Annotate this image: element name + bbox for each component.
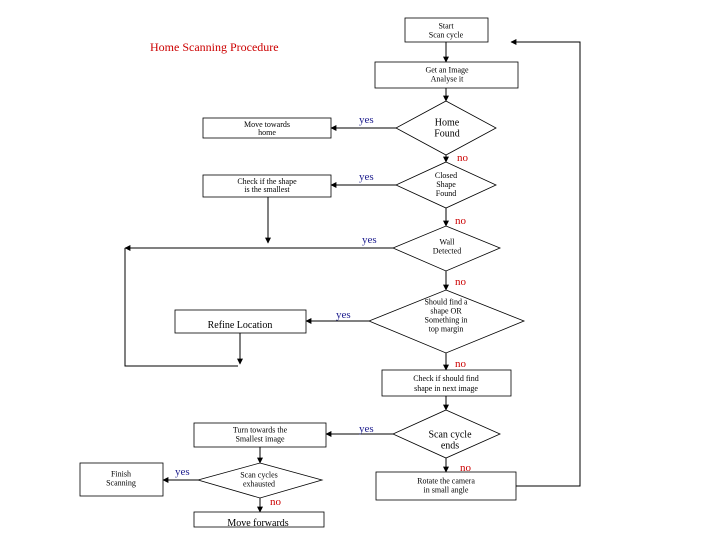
diagram-title: Home Scanning Procedure xyxy=(150,40,279,54)
no-label-wall: no xyxy=(455,276,467,288)
move-forwards-node xyxy=(193,511,325,528)
turn-smallest-text-line: Smallest image xyxy=(235,435,285,444)
move-home-node xyxy=(202,117,332,139)
yes-label-closed: yes xyxy=(359,171,374,183)
should-find-decision xyxy=(367,289,526,354)
move-home-text-line: Move towards xyxy=(244,120,290,129)
rotate-text-line: in small angle xyxy=(424,486,469,495)
get-image-text-line: Get an Image xyxy=(425,66,469,75)
cycles-exhausted-text-line: exhausted xyxy=(243,480,275,489)
closed-shape-decision xyxy=(395,161,497,209)
move-forwards-text-line: Move forwards xyxy=(227,518,288,529)
start-node xyxy=(404,17,489,43)
cycles-exhausted-text-line: Scan cycles xyxy=(240,471,278,480)
start-text-line: Start xyxy=(438,22,454,31)
check-smallest-node xyxy=(202,174,332,198)
check-next-text-line: Check if should find xyxy=(413,374,479,383)
home-found-text-line: Found xyxy=(434,129,460,140)
closed-shape-text-line: Shape xyxy=(436,180,456,189)
check-next-text-line: shape in next image xyxy=(414,384,478,393)
closed-shape-text-line: Found xyxy=(436,189,456,198)
scan-ends-decision xyxy=(392,409,501,459)
get-image-text-line: Analyse it xyxy=(431,75,464,84)
finish-node xyxy=(79,462,164,497)
get-image-node xyxy=(374,61,519,89)
scan-ends-text-line: ends xyxy=(441,441,459,452)
home-found-text-line: Home xyxy=(435,118,460,129)
no-label-home: no xyxy=(457,152,469,164)
finish-text-line: Scanning xyxy=(106,479,136,488)
check-smallest-text-line: Check if the shape xyxy=(237,177,297,186)
no-label-should-find: no xyxy=(455,358,467,370)
cycles-exhausted-decision xyxy=(196,462,324,499)
connector-rotate-loop-back xyxy=(510,39,581,487)
connector-left-loop xyxy=(124,248,238,367)
home-found-decision xyxy=(395,100,497,156)
no-label-closed: no xyxy=(455,215,467,227)
should-find-text-line: Something in xyxy=(425,316,468,325)
finish-text-line: Finish xyxy=(111,470,131,479)
rotate-text-line: Rotate the camera xyxy=(417,477,475,486)
refine-location-text-line: Refine Location xyxy=(208,320,273,331)
move-forwards-text: Move forwards xyxy=(227,518,288,529)
wall-text-line: Wall xyxy=(440,238,456,247)
scan-ends-text-line: Scan cycle xyxy=(428,430,472,441)
no-label-cycles: no xyxy=(270,496,282,508)
should-find-text-line: shape OR xyxy=(430,307,462,316)
wall-text-line: Detected xyxy=(433,247,461,256)
refine-location-text: Refine Location xyxy=(208,320,273,331)
closed-shape-text-line: Closed xyxy=(435,171,457,180)
refine-location-node xyxy=(174,309,307,334)
should-find-text-line: top margin xyxy=(429,325,464,334)
start-text-line: Scan cycle xyxy=(429,31,464,40)
yes-label-scan-ends: yes xyxy=(359,423,374,435)
rotate-node xyxy=(375,471,517,501)
yes-label-wall: yes xyxy=(362,234,377,246)
yes-label-home: yes xyxy=(359,114,374,126)
yes-label-should-find: yes xyxy=(336,309,351,321)
should-find-text-line: Should find a xyxy=(424,298,468,307)
turn-smallest-node xyxy=(193,422,327,448)
check-smallest-text-line: is the smallest xyxy=(244,185,290,194)
turn-smallest-text-line: Turn towards the xyxy=(233,426,288,435)
no-label-scan-ends: no xyxy=(460,462,472,474)
yes-label-cycles: yes xyxy=(175,466,190,478)
check-next-node xyxy=(381,369,512,397)
move-home-text-line: home xyxy=(258,128,276,137)
wall-decision xyxy=(391,225,502,272)
connectors xyxy=(124,39,581,513)
